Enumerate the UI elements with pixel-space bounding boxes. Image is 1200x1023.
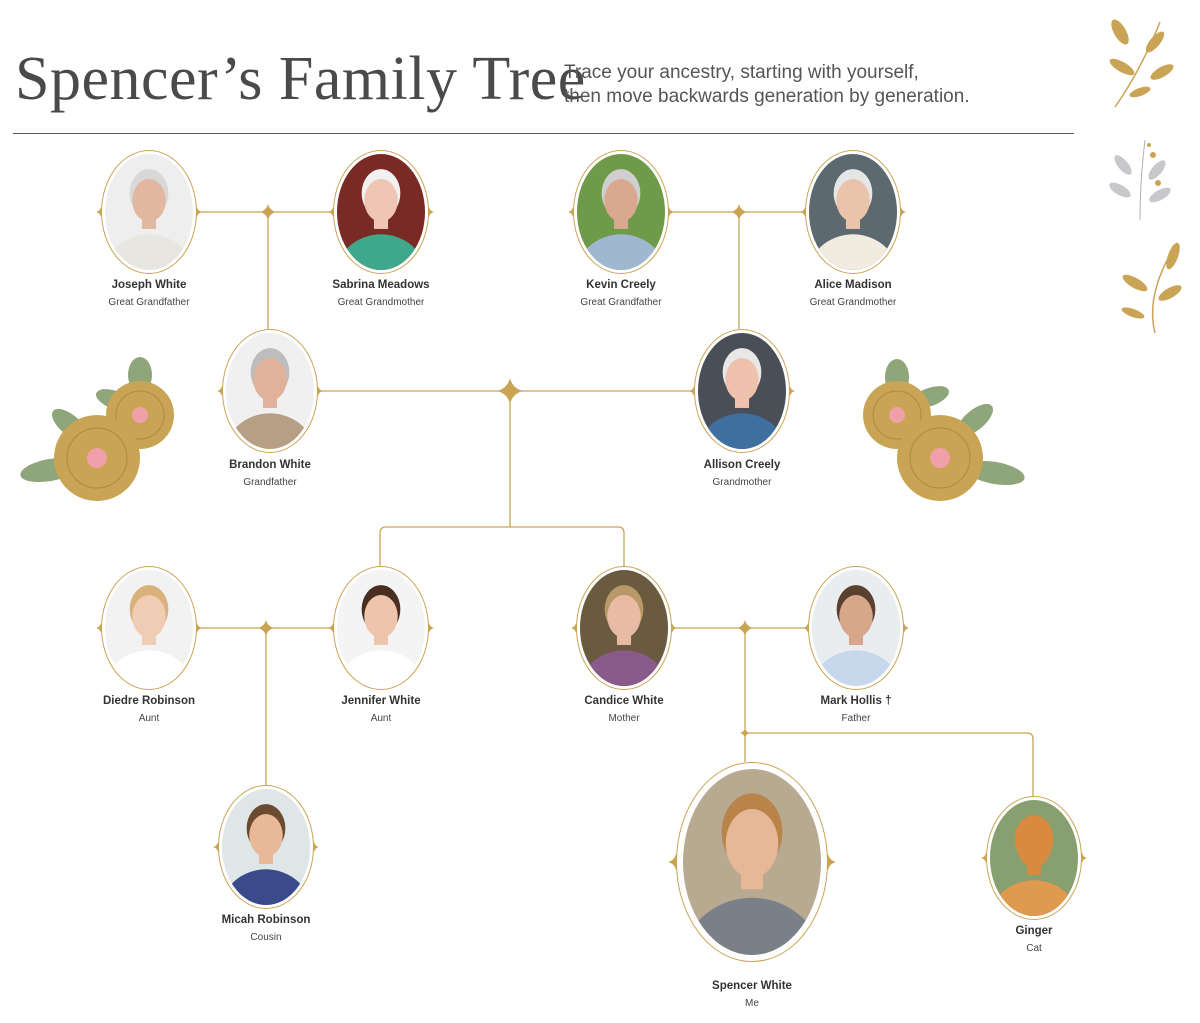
person-relation: Grandfather [243,477,297,488]
grey-leaf-sprig-icon [1109,139,1171,221]
frame-diamond-right-icon [192,207,202,217]
flower-icon [54,415,140,501]
person-name: Micah Robinson [221,914,311,926]
frame-diamond-right-icon [313,386,323,396]
person-relation: Father [841,713,871,724]
frame-diamond-right-icon [424,207,434,217]
frame-diamond-right-icon [896,207,906,217]
portrait-photo[interactable] [105,154,193,270]
portrait-photo[interactable] [222,789,310,905]
header-divider [13,133,1074,134]
person-name: Allison Creely [703,459,781,471]
person-relation: Mother [608,713,640,724]
page-title: Spencer’s Family Tree [15,45,586,113]
portrait-photo[interactable] [683,769,821,955]
gold-leaf-sprig-icon [1121,242,1182,334]
person-relation: Aunt [138,713,160,724]
gold-leaf-sprig-icon [1109,19,1174,108]
person-name: Jennifer White [341,695,421,707]
portrait-photo[interactable] [337,570,425,686]
junction-diamond-icon [260,204,276,220]
frame-diamond-right-icon [667,623,677,633]
frame-diamond-right-icon [820,854,836,870]
junction-diamond-icon [497,378,523,404]
connector-to-children [379,391,625,566]
junction-diamond-icon [737,620,753,636]
frame-diamond-right-icon [1077,853,1087,863]
person-name: Joseph White [111,279,187,291]
frame-diamond-right-icon [424,623,434,633]
portrait-photo[interactable] [809,154,897,270]
portrait-photo[interactable] [580,570,668,686]
portrait-photo[interactable] [105,570,193,686]
person-relation: Great Grandfather [108,297,190,308]
person-relation: Cousin [250,932,282,943]
junction-diamond-icon [731,204,747,220]
flower-cluster-right-icon [863,359,1025,501]
person-relation: Great Grandfather [580,297,662,308]
person-name: Candice White [584,695,664,707]
junction-diamond-icon [740,728,750,738]
portrait-photo[interactable] [337,154,425,270]
person-name: Diedre Robinson [102,695,195,707]
frame-diamond-right-icon [664,207,674,217]
person-relation: Great Grandmother [337,297,425,308]
person-name: Kevin Creely [586,279,656,291]
person-relation: Aunt [370,713,392,724]
person-name: Mark Hollis † [820,695,892,707]
person-name: Alice Madison [814,279,892,291]
frame-diamond-right-icon [785,386,795,396]
person-relation: Me [745,998,759,1009]
frame-diamond-right-icon [309,842,319,852]
subtitle-line-2: then move backwards generation by genera… [564,86,970,107]
portrait-photo[interactable] [812,570,900,686]
person-relation: Great Grandmother [809,297,897,308]
portrait-photo[interactable] [577,154,665,270]
person-name: Spencer White [712,980,792,992]
person-name: Sabrina Meadows [332,279,430,291]
junction-diamond-icon [258,620,274,636]
person-name: Brandon White [229,459,311,471]
page-subtitle: Trace your ancestry, starting with yours… [564,61,970,109]
portrait-photo[interactable] [698,333,786,449]
frame-diamond-right-icon [899,623,909,633]
person-name: Ginger [1015,925,1053,937]
connector-to-spencer-ginger [744,628,1034,796]
flower-cluster-left-icon [20,357,174,501]
portrait-photo[interactable] [990,800,1078,916]
portrait-photo[interactable] [226,333,314,449]
frame-diamond-right-icon [192,623,202,633]
person-relation: Cat [1026,943,1042,954]
person-relation: Grandmother [712,477,772,488]
flower-icon [897,415,983,501]
subtitle-line-1: Trace your ancestry, starting with yours… [564,62,919,83]
